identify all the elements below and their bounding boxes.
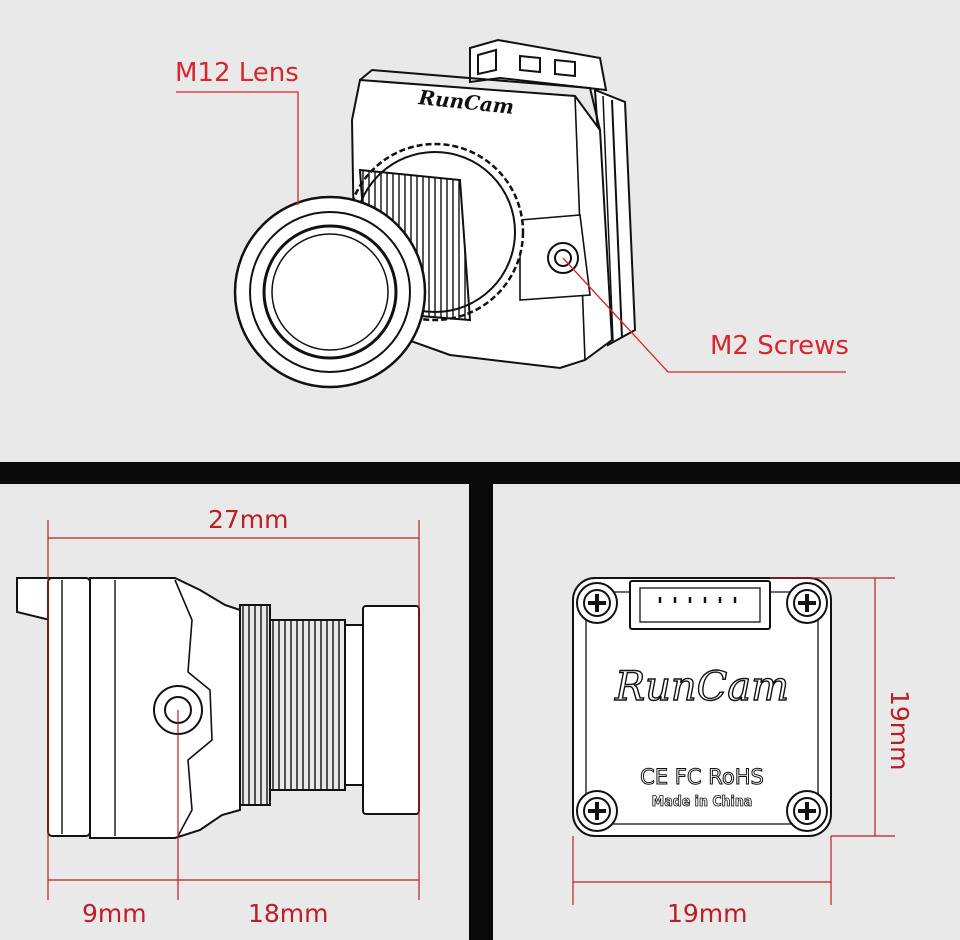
screw-bottom-left: [576, 790, 618, 832]
screw-top-right: [786, 582, 828, 624]
back-height-label: 19mm: [885, 690, 914, 771]
side-segment-a-label: 9mm: [82, 899, 147, 928]
screw-bottom-right: [786, 790, 828, 832]
side-view-dimensions: [47, 520, 420, 900]
side-segment-b-label: 18mm: [248, 899, 329, 928]
lens-callout-label: M12 Lens: [175, 58, 299, 88]
made-in-label: Made in China: [652, 794, 753, 810]
back-view-drawing: [572, 577, 832, 837]
side-view-drawing: [16, 577, 420, 839]
callout-lines: [176, 91, 846, 373]
screw-top-left: [576, 582, 618, 624]
back-brand-logo: RunCam: [614, 664, 789, 710]
camera-isometric-drawing: [233, 38, 637, 389]
side-width-label: 27mm: [208, 505, 289, 534]
back-view-dimensions: [572, 577, 895, 905]
back-width-label: 19mm: [667, 899, 748, 928]
screws-callout-label: M2 Screws: [710, 331, 849, 361]
certification-marks: CE FC RoHS: [640, 765, 764, 789]
